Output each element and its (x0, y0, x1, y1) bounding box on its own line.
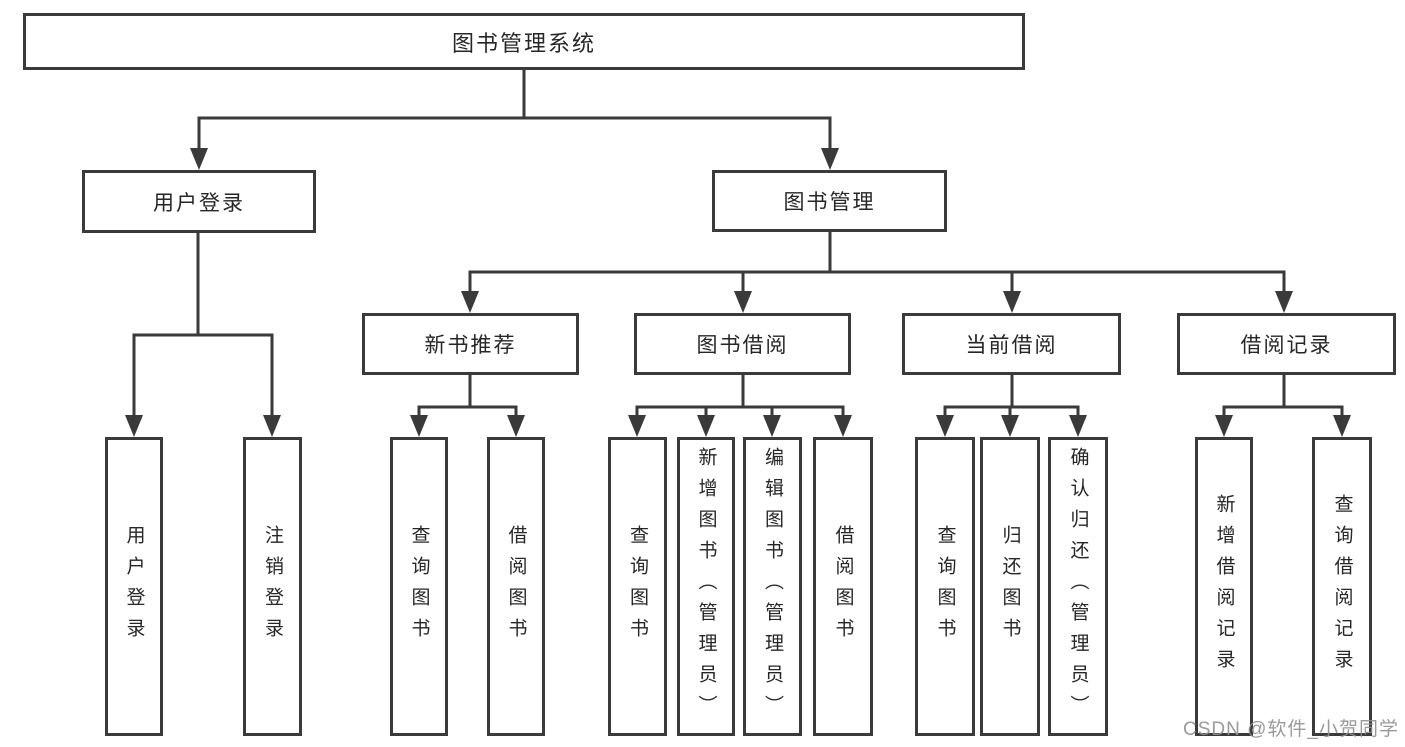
csdn-watermark: CSDN @软件_小贺同学 (1183, 719, 1399, 740)
leaf-borrow-books-recommend-label: 借阅图书 (505, 524, 527, 649)
node-borrowing-records: 借阅记录 (1177, 313, 1396, 375)
leaf-query-books-recommend: 查询图书 (390, 437, 448, 736)
leaf-return-books: 归还图书 (980, 437, 1040, 736)
node-user-login-label: 用户登录 (153, 191, 245, 215)
leaf-confirm-return-admin-label: 确认归还（管理员） (1067, 447, 1089, 726)
leaf-confirm-return-admin: 确认归还（管理员） (1048, 437, 1108, 736)
leaf-query-borrow-record-label: 查询借阅记录 (1331, 493, 1353, 680)
node-user-login: 用户登录 (82, 170, 316, 233)
leaf-return-books-label: 归还图书 (999, 524, 1021, 649)
leaf-borrow-books-label: 借阅图书 (832, 524, 854, 649)
node-current-borrowing-label: 当前借阅 (965, 334, 1058, 357)
leaf-add-borrow-record: 新增借阅记录 (1195, 437, 1253, 736)
leaf-query-books-current: 查询图书 (915, 437, 975, 736)
node-borrowing-records-label: 借阅记录 (1240, 334, 1333, 357)
leaf-logout-label: 注销登录 (262, 524, 283, 649)
node-library-system-label: 图书管理系统 (451, 30, 596, 56)
leaf-query-books-borrowing: 查询图书 (608, 437, 667, 736)
leaf-query-books-borrowing-label: 查询图书 (627, 524, 648, 649)
leaf-borrow-books: 借阅图书 (813, 437, 873, 736)
node-current-borrowing: 当前借阅 (902, 313, 1121, 375)
node-book-management-label: 图书管理 (783, 191, 876, 214)
node-book-borrowing-label: 图书借阅 (696, 334, 789, 357)
leaf-query-books-recommend-label: 查询图书 (408, 524, 430, 649)
node-new-book-recommend: 新书推荐 (362, 313, 579, 375)
node-new-book-recommend-label: 新书推荐 (424, 334, 517, 357)
leaf-user-login-label: 用户登录 (123, 524, 145, 649)
leaf-query-borrow-record: 查询借阅记录 (1312, 437, 1372, 736)
node-library-system: 图书管理系统 (23, 13, 1025, 70)
leaf-add-books-admin: 新增图书（管理员） (677, 437, 735, 736)
node-book-borrowing: 图书借阅 (634, 313, 851, 375)
leaf-user-login: 用户登录 (105, 437, 163, 736)
leaf-edit-books-admin: 编辑图书（管理员） (743, 437, 802, 736)
leaf-borrow-books-recommend: 借阅图书 (487, 437, 545, 736)
leaf-edit-books-admin-label: 编辑图书（管理员） (762, 447, 783, 726)
leaf-add-borrow-record-label: 新增借阅记录 (1213, 493, 1235, 680)
node-book-management: 图书管理 (712, 170, 947, 232)
leaf-logout: 注销登录 (243, 437, 302, 736)
leaf-add-books-admin-label: 新增图书（管理员） (695, 447, 717, 726)
leaf-query-books-current-label: 查询图书 (934, 524, 956, 649)
